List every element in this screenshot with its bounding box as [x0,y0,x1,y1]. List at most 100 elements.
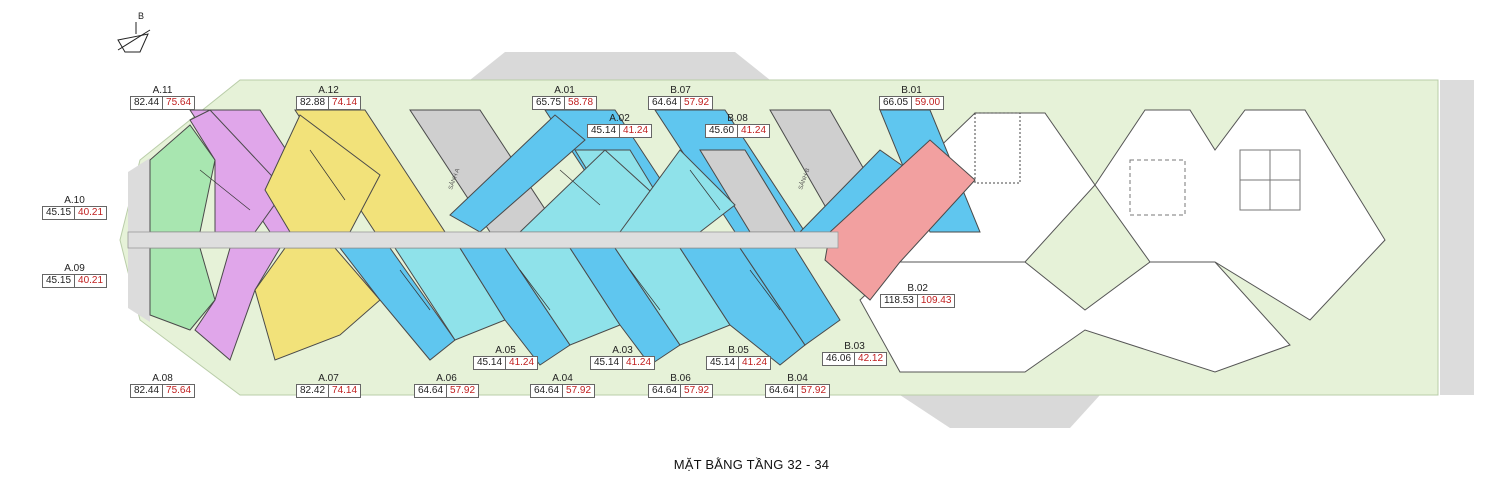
unit-id: A.10 [64,195,85,206]
unit-id: A.02 [609,113,630,124]
unit-net-area: 75.64 [166,97,192,108]
unit-net-area: 75.64 [166,385,192,396]
partition-line-5 [519,269,551,311]
unit-gross-area: 118.53 [881,295,918,307]
unit-gross-area: 64.64 [649,385,682,397]
unit-net-area: 74.14 [332,97,358,108]
partition-line-1 [309,149,346,201]
corridor [127,231,839,249]
unit-gross-area: 82.44 [131,385,164,397]
unit-net-area: 41.24 [742,357,768,368]
partition-line-0 [199,169,251,211]
unit-net-area: 40.21 [78,275,104,286]
unit-id: B.07 [670,85,691,96]
unit-gross-area: 82.88 [297,97,330,109]
unit-gross-area: 64.64 [531,385,564,397]
partition-line-2 [559,169,601,206]
unit-net-area: 57.92 [684,97,710,108]
unit-id: B.02 [907,283,928,294]
units-layer [149,109,981,366]
unit-id: B.01 [901,85,922,96]
unit-net-area: 74.14 [332,385,358,396]
unit-id: A.05 [495,345,516,356]
unit-net-area: 57.92 [684,385,710,396]
unit-gross-area: 45.15 [43,275,76,287]
unit-gross-area: 45.14 [591,357,624,369]
unit-gross-area: 45.14 [588,125,621,137]
unit-gross-area: 45.14 [474,357,507,369]
unit-gross-area: 45.15 [43,207,76,219]
unit-b02-shape [824,139,976,301]
unit-gross-area: 64.64 [766,385,799,397]
partition-line-6 [629,269,661,311]
side-strip [1440,80,1474,395]
unit-gross-area: 64.64 [649,97,682,109]
unit-id: B.06 [670,373,691,384]
unit-id: A.03 [612,345,633,356]
unit-id: A.12 [318,85,339,96]
unit-gross-area: 82.44 [131,97,164,109]
partition-line-7 [749,269,781,311]
unit-id: B.03 [844,341,865,352]
unit-id: A.06 [436,373,457,384]
unit-net-area: 57.92 [566,385,592,396]
unit-a12-wing [264,114,381,233]
unit-a01-wing [449,114,586,233]
unit-gross-area: 45.60 [706,125,739,137]
unit-net-area: 57.92 [801,385,827,396]
unit-gross-area: 65.75 [533,97,566,109]
unit-net-area: 58.78 [568,97,594,108]
unit-id: A.08 [152,373,173,384]
unit-net-area: 41.24 [626,357,652,368]
unit-net-area: 42.12 [858,353,884,364]
partition-line-4 [399,269,431,311]
unit-gross-area: 66.05 [880,97,913,109]
roof-grid-1 [1129,159,1186,216]
unit-id: B.08 [727,113,748,124]
unit-id: B.05 [728,345,749,356]
unit-gross-area: 64.64 [415,385,448,397]
compass-north-label: B [138,11,144,21]
unit-net-area: 40.21 [78,207,104,218]
unit-id: A.04 [552,373,573,384]
stair-hatch [974,112,1021,184]
gray-plaza-top [470,52,770,80]
